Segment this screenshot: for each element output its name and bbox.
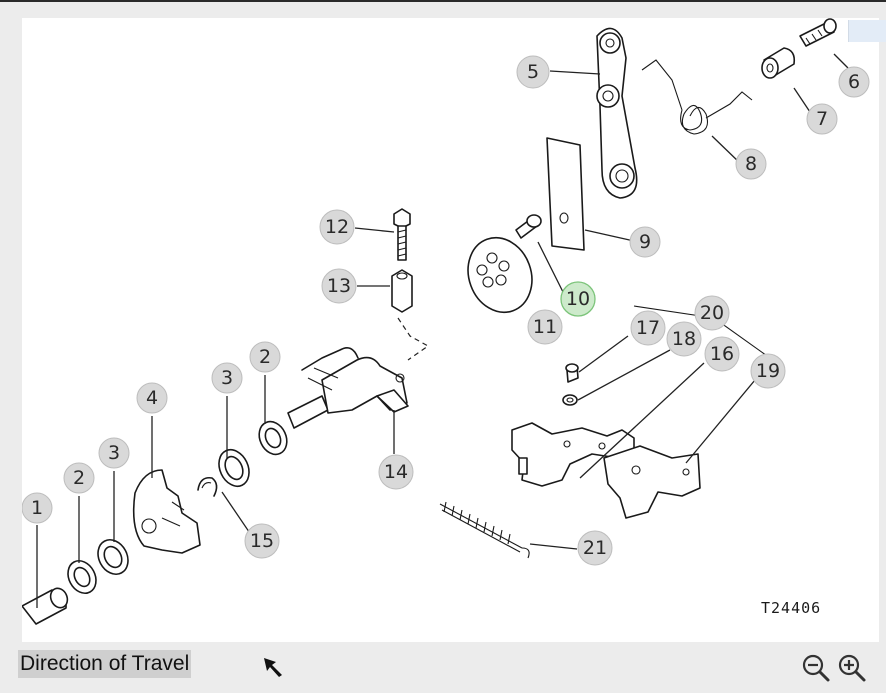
callout-13[interactable]: 13 [321,268,357,304]
callout-18[interactable]: 18 [666,321,702,357]
svg-text:8: 8 [745,153,757,175]
zoom-in-icon[interactable] [836,652,868,684]
svg-text:5: 5 [527,61,539,83]
svg-text:2: 2 [73,467,85,489]
part-1-sleeve [22,587,69,625]
callout-14[interactable]: 14 [378,454,414,490]
part-3-washer-upper [218,448,250,488]
part-9-plate [546,137,585,251]
callout-12[interactable]: 12 [319,209,355,245]
part-6-pin-bolt [799,18,837,47]
svg-text:21: 21 [583,537,607,559]
svg-text:12: 12 [325,216,349,238]
direction-arrow-icon [264,658,282,677]
callout-3[interactable]: 3 [211,362,243,394]
navigator-thumbnail[interactable] [848,20,886,42]
direction-of-travel-label: Direction of Travel [18,650,192,678]
part-4-lever-plate [132,469,201,554]
svg-text:1: 1 [31,497,43,519]
callout-7[interactable]: 7 [806,103,838,135]
svg-text:4: 4 [146,387,158,409]
leader-lines [36,53,849,608]
callout-20[interactable]: 20 [694,295,730,331]
callout-3[interactable]: 3 [98,437,130,469]
callout-21[interactable]: 21 [577,530,613,566]
drawing-id: T24406 [761,599,821,617]
callout-11[interactable]: 11 [527,309,563,345]
callout-16[interactable]: 16 [704,336,740,372]
callout-6[interactable]: 6 [838,66,870,98]
svg-text:19: 19 [756,360,780,382]
assembly-path-dashed [397,317,430,361]
callout-9[interactable]: 9 [629,226,661,258]
svg-text:3: 3 [108,442,120,464]
callout-1[interactable]: 1 [22,492,53,524]
part-2-washer-upper [258,420,288,456]
part-15-snap-ring [197,476,218,497]
part-3-washer-lower [97,539,129,575]
callout-8[interactable]: 8 [735,148,767,180]
callout-2[interactable]: 2 [249,341,281,373]
part-11-disk [467,236,533,314]
svg-text:9: 9 [639,231,651,253]
exploded-parts-diagram: 1 2 3 4 3 2 15 12 13 [22,18,879,642]
callout-10[interactable]: 10 [560,281,596,317]
part-13-nut [391,269,413,313]
svg-text:6: 6 [848,71,860,93]
part-12-bolt [393,208,411,261]
svg-text:15: 15 [250,530,274,552]
zoom-out-icon[interactable] [800,652,832,684]
callout-2[interactable]: 2 [63,462,95,494]
callout-15[interactable]: 15 [244,523,280,559]
svg-text:3: 3 [221,367,233,389]
window-top-border [0,0,886,2]
svg-text:18: 18 [672,328,696,350]
part-7-bushing [761,47,796,79]
svg-text:20: 20 [700,302,724,324]
callout-5[interactable]: 5 [516,55,550,89]
part-5-link-arm [596,27,638,199]
part-18-lock-washer [562,394,578,406]
callout-4[interactable]: 4 [136,382,168,414]
part-19-mounting-plate [603,445,701,519]
svg-text:14: 14 [384,461,408,483]
diagram-canvas: 1 2 3 4 3 2 15 12 13 [22,18,870,625]
part-21-tension-spring [439,501,530,559]
part-2-washer-lower [67,559,97,595]
svg-text:10: 10 [566,288,590,310]
svg-text:2: 2 [259,346,271,368]
svg-text:13: 13 [327,275,351,297]
part-10-small-bolt [515,214,542,239]
part-8-torsion-spring [641,59,753,135]
svg-text:16: 16 [710,343,734,365]
part-17-screw [565,363,579,383]
svg-text:17: 17 [636,317,660,339]
svg-text:7: 7 [816,108,828,130]
callout-17[interactable]: 17 [630,310,666,346]
svg-text:11: 11 [533,316,557,338]
part-14-crank-shaft [287,347,409,429]
callout-bubbles: 1 2 3 4 3 2 15 12 13 [22,55,870,566]
callout-19[interactable]: 19 [750,353,786,389]
